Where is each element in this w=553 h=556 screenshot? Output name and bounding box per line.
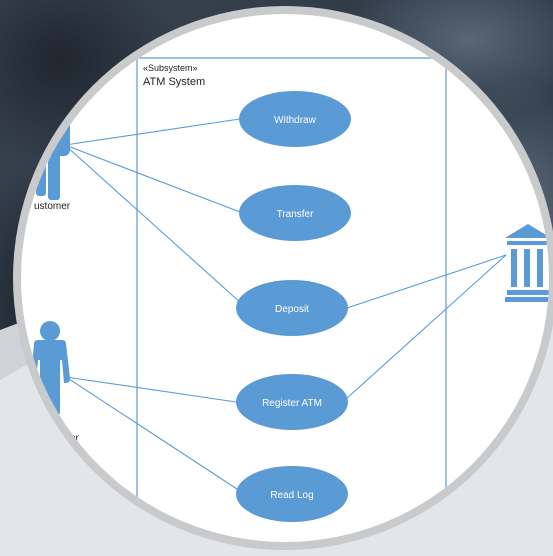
customer-label: ustomer <box>34 201 71 212</box>
diagram-canvas <box>21 14 549 542</box>
usecase-transfer-label: Transfer <box>277 209 315 220</box>
usecase-register-atm[interactable]: Register ATM <box>236 374 348 430</box>
line-operator-register <box>65 376 237 403</box>
line-customer-withdraw <box>64 118 241 146</box>
line-operator-readlog <box>65 376 241 492</box>
subsystem-boundary <box>136 57 447 542</box>
usecase-read-log[interactable]: Read Log <box>236 466 348 522</box>
line-bank-register <box>345 254 507 400</box>
usecase-read-log-label: Read Log <box>270 490 313 501</box>
line-bank-deposit <box>346 254 507 309</box>
line-customer-transfer <box>64 144 241 213</box>
usecase-withdraw-label: Withdraw <box>274 115 316 126</box>
association-lines <box>64 118 507 492</box>
usecase-deposit-label: Deposit <box>275 304 309 315</box>
subsystem-name: ATM System <box>143 76 205 88</box>
subsystem-stereotype: «Subsystem» <box>143 63 198 73</box>
usecase-deposit[interactable]: Deposit <box>236 280 348 336</box>
usecase-register-atm-label: Register ATM <box>262 398 322 409</box>
bank-building-icon <box>505 224 549 302</box>
usecase-transfer[interactable]: Transfer <box>239 185 351 241</box>
usecase-withdraw[interactable]: Withdraw <box>239 91 351 147</box>
line-customer-deposit <box>64 144 243 305</box>
